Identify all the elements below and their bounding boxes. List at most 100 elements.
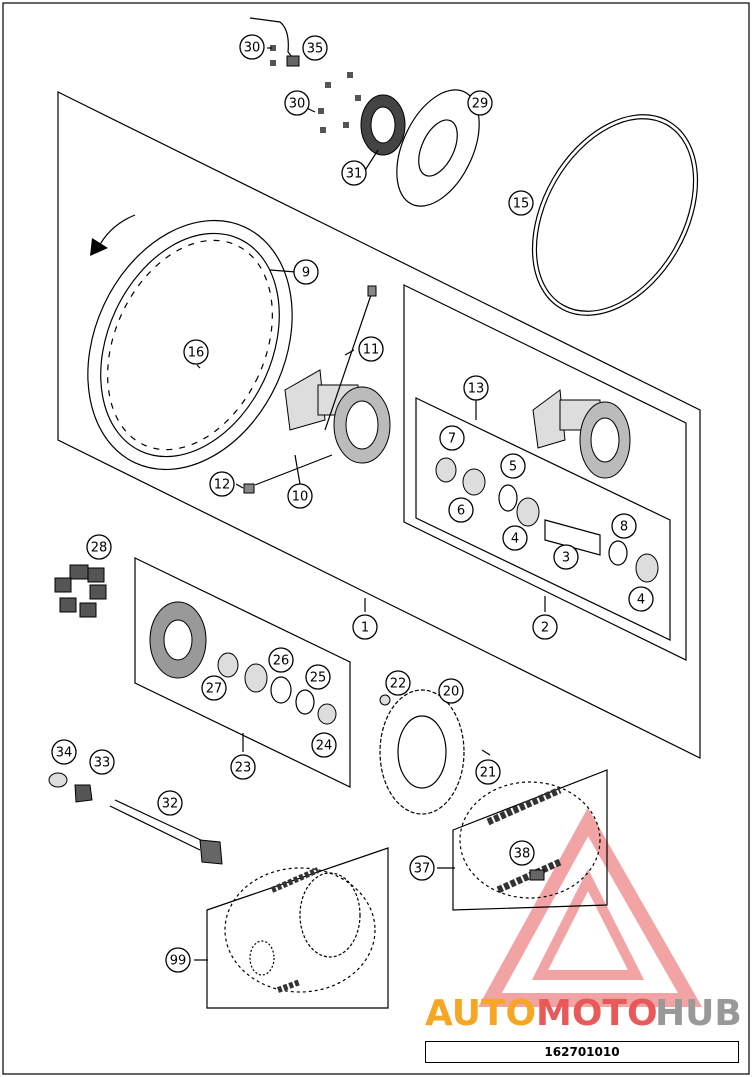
callout-1: 1	[352, 614, 378, 640]
drawing-number: 162701010	[425, 1041, 739, 1063]
screws-part	[270, 45, 361, 133]
callout-4: 4	[628, 586, 654, 612]
kit-sprocket-part	[299, 872, 361, 958]
callout-label: 6	[457, 504, 465, 519]
chain-kit-loop-part	[224, 867, 376, 993]
callout-28: 28	[86, 534, 112, 560]
callout-label: 31	[346, 167, 363, 182]
callout-31: 31	[341, 160, 367, 186]
watermark-text-moto: MOTO	[536, 993, 658, 1034]
callout-label: 35	[307, 42, 324, 57]
callout-16: 16	[183, 339, 209, 365]
callout-4: 4	[502, 525, 528, 551]
circlip-5-part	[498, 484, 518, 512]
callout-label: 9	[302, 266, 310, 281]
bolt-21-part	[481, 749, 491, 756]
callout-32: 32	[157, 790, 183, 816]
callout-30: 30	[284, 90, 310, 116]
callout-25: 25	[305, 664, 331, 690]
callout-label: 12	[214, 478, 231, 493]
callout-label: 28	[91, 541, 108, 556]
callout-label: 16	[188, 346, 205, 361]
callout-label: 21	[480, 766, 497, 781]
washer-8-part	[608, 540, 628, 566]
callout-label: 30	[289, 97, 306, 112]
callout-34: 34	[51, 739, 77, 765]
hub-part	[284, 369, 391, 464]
callout-label: 3	[562, 551, 570, 566]
callout-label: 8	[620, 520, 628, 535]
callout-21: 21	[475, 759, 501, 785]
callout-label: 34	[56, 746, 73, 761]
rim-part	[87, 219, 293, 471]
callout-2: 2	[532, 614, 558, 640]
callout-11: 11	[358, 336, 384, 362]
watermark-text-hub: HUB	[655, 993, 742, 1034]
callout-label: 25	[310, 671, 327, 686]
bearing-4-part	[516, 497, 540, 527]
callout-label: 27	[206, 682, 223, 697]
nut-22-part	[379, 694, 391, 706]
bearing-26b-part	[270, 676, 292, 704]
callout-23: 23	[230, 754, 256, 780]
callout-6: 6	[448, 497, 474, 523]
callout-label: 5	[509, 460, 517, 475]
callout-label: 99	[170, 954, 187, 969]
sensor-cable-part	[249, 17, 297, 63]
damper-rubbers-part	[54, 564, 107, 618]
callout-99: 99	[165, 947, 191, 973]
callout-label: 20	[443, 685, 460, 700]
callout-22: 22	[385, 670, 411, 696]
callout-label: 7	[448, 432, 456, 447]
group-outline-2	[403, 284, 687, 661]
hub-inset-part	[532, 389, 631, 479]
callout-label: 29	[472, 97, 489, 112]
callout-9: 9	[293, 259, 319, 285]
tire-band-part	[531, 114, 699, 316]
callout-5: 5	[500, 453, 526, 479]
bearing-26-part	[244, 663, 268, 693]
chain-lock-part	[529, 869, 545, 881]
axle-adjuster-33-part	[74, 784, 93, 803]
callout-7: 7	[439, 425, 465, 451]
callout-label: 23	[235, 761, 252, 776]
callout-label: 2	[541, 621, 549, 636]
callout-10: 10	[287, 483, 313, 509]
callout-label: 33	[94, 756, 111, 771]
rear-sprocket-part	[379, 689, 465, 815]
callout-37: 37	[409, 855, 435, 881]
callout-12: 12	[209, 471, 235, 497]
watermark-logo	[478, 807, 703, 1007]
callout-3: 3	[553, 544, 579, 570]
callout-15: 15	[508, 190, 534, 216]
bearing-7-part	[435, 457, 457, 483]
chain-loop-part	[459, 781, 601, 899]
spacer-3-part	[544, 519, 601, 556]
callout-label: 13	[468, 382, 485, 397]
callout-label: 38	[514, 847, 531, 862]
seal-6-part	[462, 468, 486, 496]
callout-label: 32	[162, 797, 179, 812]
callout-label: 10	[292, 490, 309, 505]
callout-label: 4	[637, 593, 645, 608]
sprocket-carrier-part	[149, 601, 207, 679]
group-outline-13	[415, 397, 671, 641]
spacer-24-part	[317, 703, 337, 725]
group-outline-23	[134, 557, 351, 788]
callout-label: 4	[511, 532, 519, 547]
callout-26: 26	[268, 647, 294, 673]
axle-part	[109, 799, 223, 865]
callout-label: 1	[361, 621, 369, 636]
rotation-arrow-icon	[97, 214, 136, 249]
kit-front-sprocket-part	[249, 940, 275, 976]
callout-20: 20	[438, 678, 464, 704]
callout-13: 13	[463, 375, 489, 401]
callout-33: 33	[89, 749, 115, 775]
callout-label: 24	[316, 739, 333, 754]
nut-34-part	[48, 772, 68, 788]
callout-29: 29	[467, 90, 493, 116]
callout-8: 8	[611, 513, 637, 539]
callout-label: 37	[414, 862, 431, 877]
group-outline-1	[57, 91, 701, 759]
